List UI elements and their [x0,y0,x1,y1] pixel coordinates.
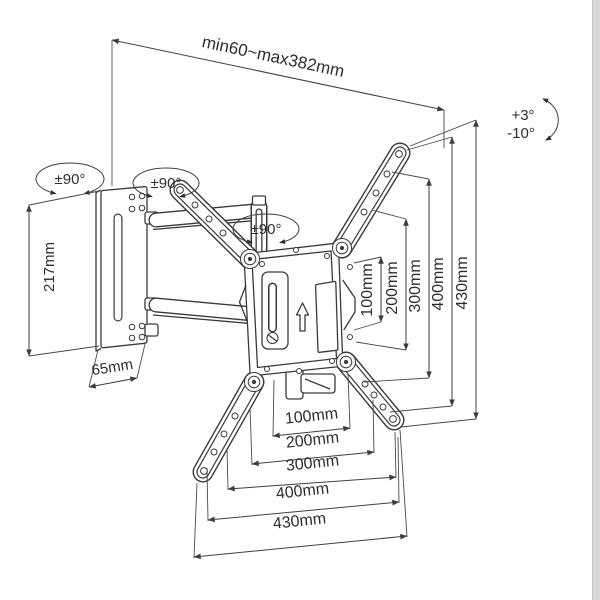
swivel-elbow: ±90° [132,167,200,198]
rotation-arrow-icon [35,162,105,195]
arm-tip-hole [395,150,403,158]
swivel-elbow-label: ±90° [151,175,182,192]
vesa-v-430-label: 430mm [454,256,471,309]
wall-plate-face [100,186,148,349]
vesa-v-300-label: 300mm [407,259,424,312]
vesa-h-300-label: 300mm [285,452,340,474]
vesa-h-400-label: 400mm [275,480,330,502]
bolt-bottom-right [336,352,356,372]
vesa-arm-top-right [331,142,411,259]
arm-tip-hole [200,467,208,475]
tv-plate [238,242,356,377]
tv-plate-inner-line [251,250,338,369]
plate-width-label: 65mm [90,356,134,379]
rotation-arrow-icon [132,167,200,198]
image-edge-strip [592,0,600,600]
up-arrow-icon [295,302,310,332]
vesa-arm-top-left [169,179,261,270]
tilt-indicator: +3° -10° [507,98,559,142]
vesa-h-430-label: 430mm [272,510,327,532]
dim-plate-height: 217mm [26,190,100,357]
lower-arm-depth-line [152,314,257,325]
vesa-v-200-label: 200mm [384,261,401,314]
dim-vesa-horizontal: 100mm 200mm 300mm 400mm 430mm [193,373,408,560]
dim-plate-width: 65mm [88,343,146,389]
swivel-wall-label: ±90° [55,171,86,188]
swivel-plate: ±90° [232,213,300,244]
bolt-top-left [240,249,260,269]
swivel-plate-label: ±90° [251,221,282,238]
corner-bolts [240,238,356,392]
vesa-arm-bottom-right [335,351,405,431]
vesa-h-200-label: 200mm [285,429,340,451]
tilt-arrow-icon [542,98,559,141]
tilt-down-label: -10° [507,125,535,142]
tv-plate-right-tab [342,279,356,331]
swivel-wall: ±90° [35,162,105,195]
arm-tip-hole [389,415,397,423]
wall-plate-flange [95,189,102,352]
bolt-bottom-left [244,372,264,392]
rotation-arrow-icon [232,213,300,244]
vesa-v-400-label: 400mm [430,257,447,310]
tv-plate-left-tab [238,284,249,323]
plate-height-label: 217mm [41,242,58,292]
arm-hinge-knuckle [144,323,159,337]
vesa-v-100-label: 100mm [359,263,376,316]
dim-vesa-vertical: 100mm 200mm 300mm 400mm 430mm [353,119,479,428]
tilt-up-label: +3° [511,107,534,124]
plate-label-area [314,280,339,353]
vesa-arm-bottom-left [192,371,265,483]
wall-plate [95,186,148,352]
vesa-h-100-label: 100mm [284,405,339,427]
bolt-top-right [332,238,352,258]
elbow-top-nut [251,195,267,206]
